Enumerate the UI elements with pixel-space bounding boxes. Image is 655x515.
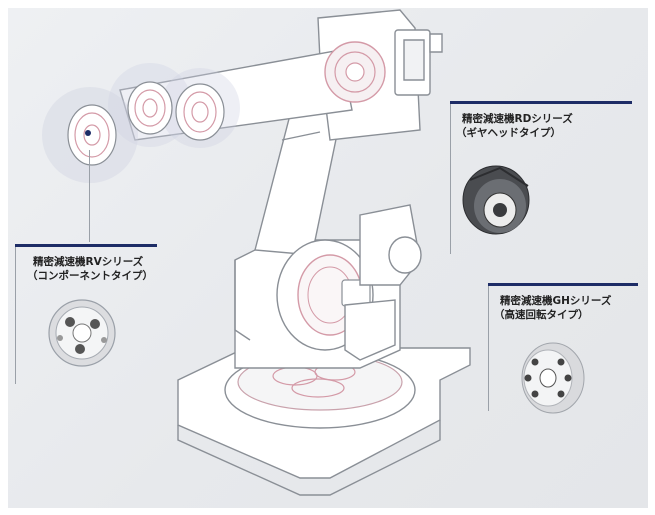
rd-accent-bar bbox=[450, 101, 632, 104]
rv-gear-reducer-icon bbox=[48, 299, 116, 367]
gh-series-callout: 精密減速機GHシリーズ （高速回転タイプ） bbox=[488, 283, 638, 322]
wrist-reducers bbox=[74, 89, 217, 158]
rv-series-subtitle: （コンポーネントタイプ） bbox=[27, 270, 153, 282]
rv-series-callout: 精密減速機RVシリーズ （コンポーネントタイプ） bbox=[15, 244, 157, 283]
rd-series-subtitle: （ギヤヘッドタイプ） bbox=[456, 127, 561, 139]
rd-series-callout: 精密減速機RDシリーズ （ギヤヘッドタイプ） bbox=[450, 101, 632, 140]
wrist-center-dot bbox=[85, 130, 91, 136]
rv-callout-rule bbox=[15, 244, 16, 384]
robot-lower-arm bbox=[254, 109, 341, 256]
rd-series-title: 精密減速機RDシリーズ bbox=[462, 113, 573, 125]
rv-series-title: 精密減速機RVシリーズ bbox=[33, 256, 144, 268]
gh-series-title: 精密減速機GHシリーズ bbox=[500, 295, 612, 307]
motor-block bbox=[344, 204, 422, 361]
gh-high-speed-reducer-icon bbox=[521, 342, 585, 414]
rv-accent-bar bbox=[15, 244, 157, 247]
gh-series-subtitle: （高速回転タイプ） bbox=[494, 309, 589, 321]
rd-gearhead-reducer-icon bbox=[462, 165, 530, 235]
rd-callout-rule bbox=[450, 104, 451, 254]
rv-leader-line bbox=[89, 150, 90, 242]
gh-accent-bar bbox=[488, 283, 638, 286]
gh-callout-rule bbox=[488, 286, 489, 411]
